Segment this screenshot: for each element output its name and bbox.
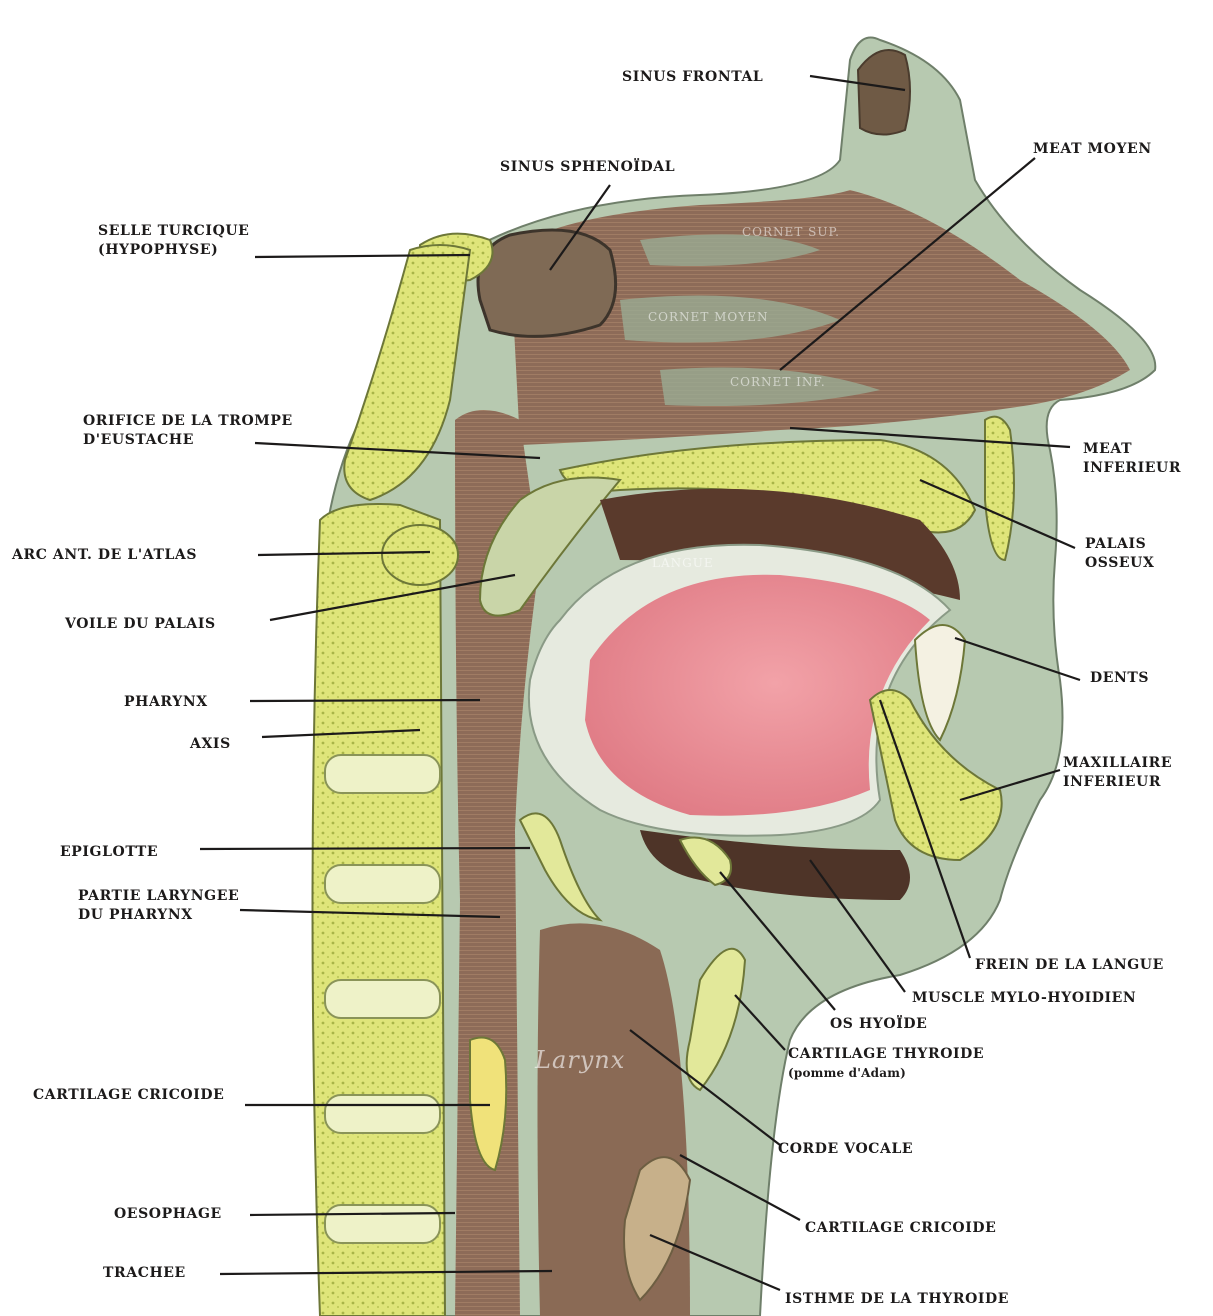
label-trachee: TRACHEE <box>103 1264 186 1283</box>
label-pharynx: PHARYNX <box>124 693 208 712</box>
label-corde-vocale: CORDE VOCALE <box>778 1140 913 1159</box>
label-dents: DENTS <box>1090 669 1149 688</box>
label-cartilage-thyroide: CARTILAGE THYROIDE(pomme d'Adam) <box>788 1045 984 1083</box>
label-arc-atlas: ARC ANT. DE L'ATLAS <box>12 546 197 565</box>
label-sinus-frontal: SINUS FRONTAL <box>622 68 763 87</box>
frontal-sinus <box>858 50 910 135</box>
label-muscle-mylo: MUSCLE MYLO-HYOIDIEN <box>912 989 1136 1008</box>
label-axis: AXIS <box>190 735 231 754</box>
label-isthme-thyroide: ISTHME DE LA THYROIDE <box>785 1290 1009 1309</box>
label-voile-palais: VOILE DU PALAIS <box>65 615 216 634</box>
sphenoid-sinus <box>478 230 616 336</box>
label-frein-langue: FREIN DE LA LANGUE <box>975 956 1164 975</box>
organ-text-langue: LANGUE <box>652 556 714 570</box>
label-cartilage-cricoide-left: CARTILAGE CRICOIDE <box>33 1086 224 1105</box>
label-selle-turcique: SELLE TURCIQUE(HYPOPHYSE) <box>98 222 249 260</box>
organ-text-cornet-sup: CORNET SUP. <box>742 225 840 239</box>
label-os-hyoide: OS HYOÏDE <box>830 1015 927 1034</box>
organ-text-cornet-inf: CORNET INF. <box>730 375 826 389</box>
label-meat-moyen: MEAT MOYEN <box>1033 140 1152 159</box>
label-epiglotte: EPIGLOTTE <box>60 843 158 862</box>
organ-text-larynx: Larynx <box>535 1046 625 1074</box>
organ-text-cornet-moyen: CORNET MOYEN <box>648 310 768 324</box>
label-sinus-sphenoidal: SINUS SPHENOÏDAL <box>500 158 675 177</box>
label-cartilage-cricoide-right: CARTILAGE CRICOIDE <box>805 1219 996 1238</box>
vertebral-column <box>313 504 459 1316</box>
label-oesophage: OESOPHAGE <box>114 1205 222 1224</box>
